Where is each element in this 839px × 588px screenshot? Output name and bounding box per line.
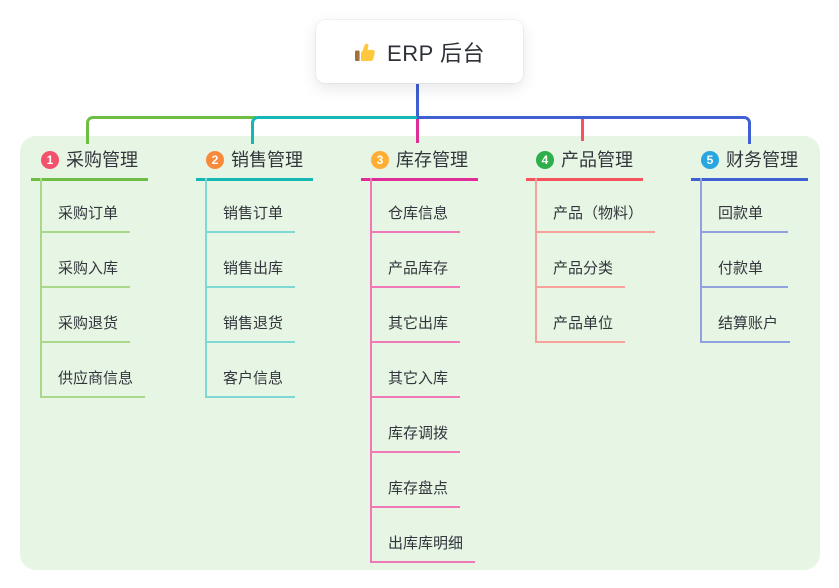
branch-label: 销售管理 <box>231 150 303 170</box>
branch-spine-line <box>700 178 702 343</box>
leaf-node[interactable]: 产品单位 <box>535 315 626 343</box>
leaf-node[interactable]: 销售出库 <box>205 260 296 288</box>
branch-node-inventory[interactable]: 3 库存管理 <box>361 148 478 181</box>
branch-number-badge: 3 <box>371 151 389 169</box>
leaf-node[interactable]: 采购订单 <box>40 205 131 233</box>
branch-spine-line <box>535 178 537 343</box>
branch-node-sales[interactable]: 2 销售管理 <box>196 148 313 181</box>
connector-branch-2 <box>251 116 420 144</box>
leaf-node[interactable]: 仓库信息 <box>370 205 461 233</box>
leaf-node[interactable]: 出库库明细 <box>370 535 476 563</box>
branch-number-badge: 4 <box>536 151 554 169</box>
leaf-node[interactable]: 产品库存 <box>370 260 461 288</box>
leaf-node[interactable]: 回款单 <box>700 205 788 233</box>
leaf-node[interactable]: 库存盘点 <box>370 480 461 508</box>
leaf-node[interactable]: 其它入库 <box>370 370 461 398</box>
branch-label: 采购管理 <box>66 150 138 170</box>
branch-label: 库存管理 <box>396 150 468 170</box>
leaf-node[interactable]: 客户信息 <box>205 370 296 398</box>
leaf-node[interactable]: 采购入库 <box>40 260 131 288</box>
branch-number-badge: 5 <box>701 151 719 169</box>
root-node-erp[interactable]: ERP 后台 <box>316 20 523 83</box>
leaf-node[interactable]: 付款单 <box>700 260 788 288</box>
connector-branch-4 <box>581 119 584 141</box>
leaf-node[interactable]: 采购退货 <box>40 315 131 343</box>
root-title: ERP 后台 <box>387 40 485 66</box>
leaf-node[interactable]: 库存调拨 <box>370 425 461 453</box>
connector-branch-3 <box>416 119 419 143</box>
leaf-node[interactable]: 销售退货 <box>205 315 296 343</box>
branch-inventory: 3 库存管理 仓库信息 产品库存 其它出库 其它入库 库存调拨 库存盘点 出库库明… <box>361 148 541 563</box>
branch-node-purchase[interactable]: 1 采购管理 <box>31 148 148 181</box>
branch-node-finance[interactable]: 5 财务管理 <box>691 148 808 181</box>
leaf-node[interactable]: 结算账户 <box>700 315 791 343</box>
connector-branch-1 <box>86 116 256 144</box>
leaf-node[interactable]: 产品（物料） <box>535 205 656 233</box>
branch-finance: 5 财务管理 回款单 付款单 结算账户 <box>691 148 839 343</box>
leaf-node[interactable]: 供应商信息 <box>40 370 146 398</box>
leaf-node[interactable]: 其它出库 <box>370 315 461 343</box>
branch-number-badge: 1 <box>41 151 59 169</box>
branches-background-panel <box>20 136 820 570</box>
root-stem-line <box>416 84 419 117</box>
connector-branch-5 <box>417 116 751 144</box>
branch-spine-line <box>205 178 207 398</box>
branch-node-product[interactable]: 4 产品管理 <box>526 148 643 181</box>
branch-label: 产品管理 <box>561 150 633 170</box>
branch-number-badge: 2 <box>206 151 224 169</box>
branch-spine-line <box>370 178 372 563</box>
branch-sales: 2 销售管理 销售订单 销售出库 销售退货 客户信息 <box>196 148 376 398</box>
branch-purchase: 1 采购管理 采购订单 采购入库 采购退货 供应商信息 <box>31 148 211 398</box>
leaf-node[interactable]: 销售订单 <box>205 205 296 233</box>
branch-spine-line <box>40 178 42 398</box>
branch-label: 财务管理 <box>726 150 798 170</box>
leaf-node[interactable]: 产品分类 <box>535 260 626 288</box>
branch-product: 4 产品管理 产品（物料） 产品分类 产品单位 <box>526 148 706 343</box>
thumbs-up-icon <box>354 40 378 64</box>
